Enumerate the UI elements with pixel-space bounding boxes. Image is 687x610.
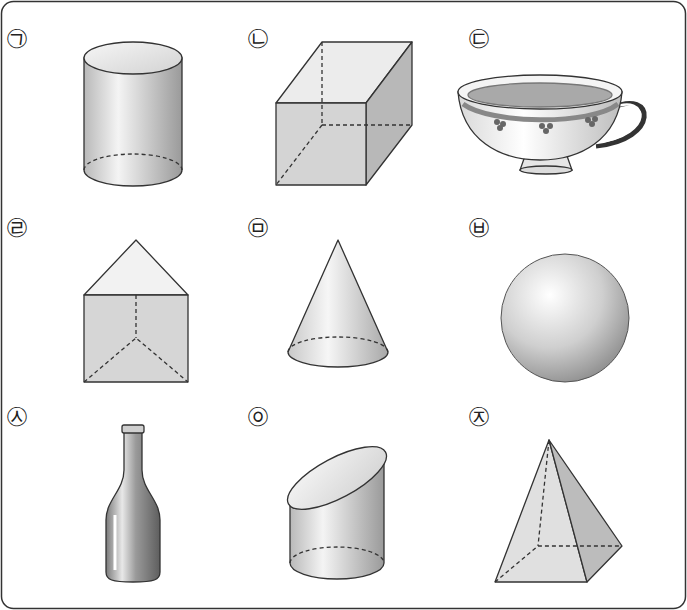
- panel-label: ㉤: [247, 216, 269, 238]
- panel-label: ㉦: [6, 405, 28, 427]
- panel-label: ㉢: [468, 27, 490, 49]
- triangular-prism: [84, 240, 188, 382]
- panel-label: ㉡: [247, 27, 269, 49]
- cube: [276, 42, 412, 185]
- cylinder: [84, 42, 182, 186]
- panel-label: ㉥: [468, 216, 490, 238]
- panel-label: ㉨: [468, 405, 490, 427]
- cone: [288, 240, 388, 367]
- panel-label: ㉠: [6, 27, 28, 49]
- bottle: [106, 425, 160, 582]
- cut-cylinder: [279, 435, 395, 579]
- square-pyramid: [495, 440, 622, 582]
- panel-label: ㉣: [6, 216, 28, 238]
- sphere: [501, 254, 629, 382]
- teacup: [458, 75, 644, 174]
- panel-label: ㉧: [247, 405, 269, 427]
